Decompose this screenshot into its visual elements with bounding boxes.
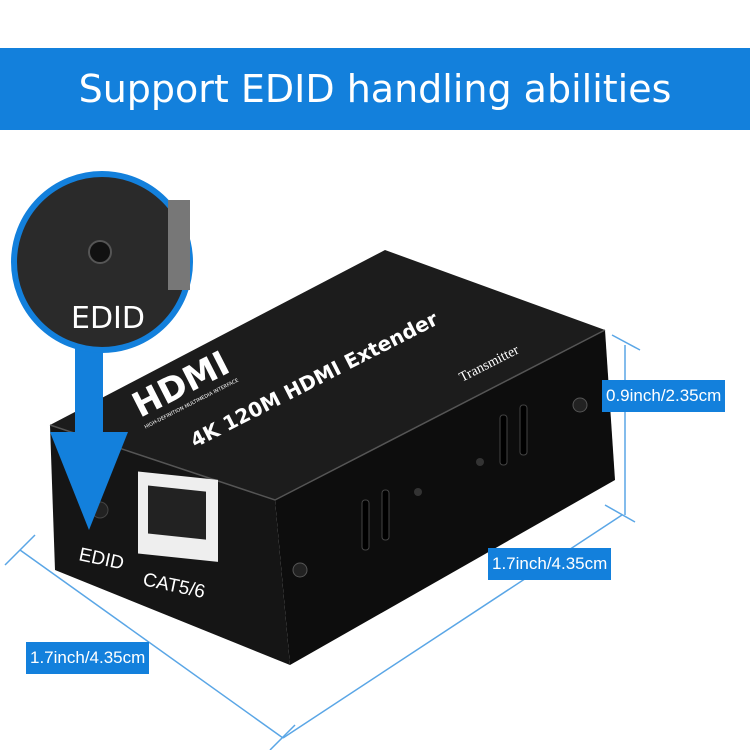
height-dimension-label: 0.9inch/2.35cm	[602, 380, 726, 412]
width-dimension-label: 1.7inch/4.35cm	[26, 642, 150, 674]
hdmi-extender-device: HDMI HIGH-DEFINITION MULTIMEDIA INTERFAC…	[49, 250, 615, 665]
callout-edid-label: EDID	[71, 301, 145, 336]
length-dimension-label: 1.7inch/4.35cm	[488, 548, 612, 580]
title-banner: Support EDID handling abilities	[0, 48, 750, 130]
edid-zoom-callout: EDID	[11, 171, 193, 353]
banner-title: Support EDID handling abilities	[78, 67, 672, 111]
